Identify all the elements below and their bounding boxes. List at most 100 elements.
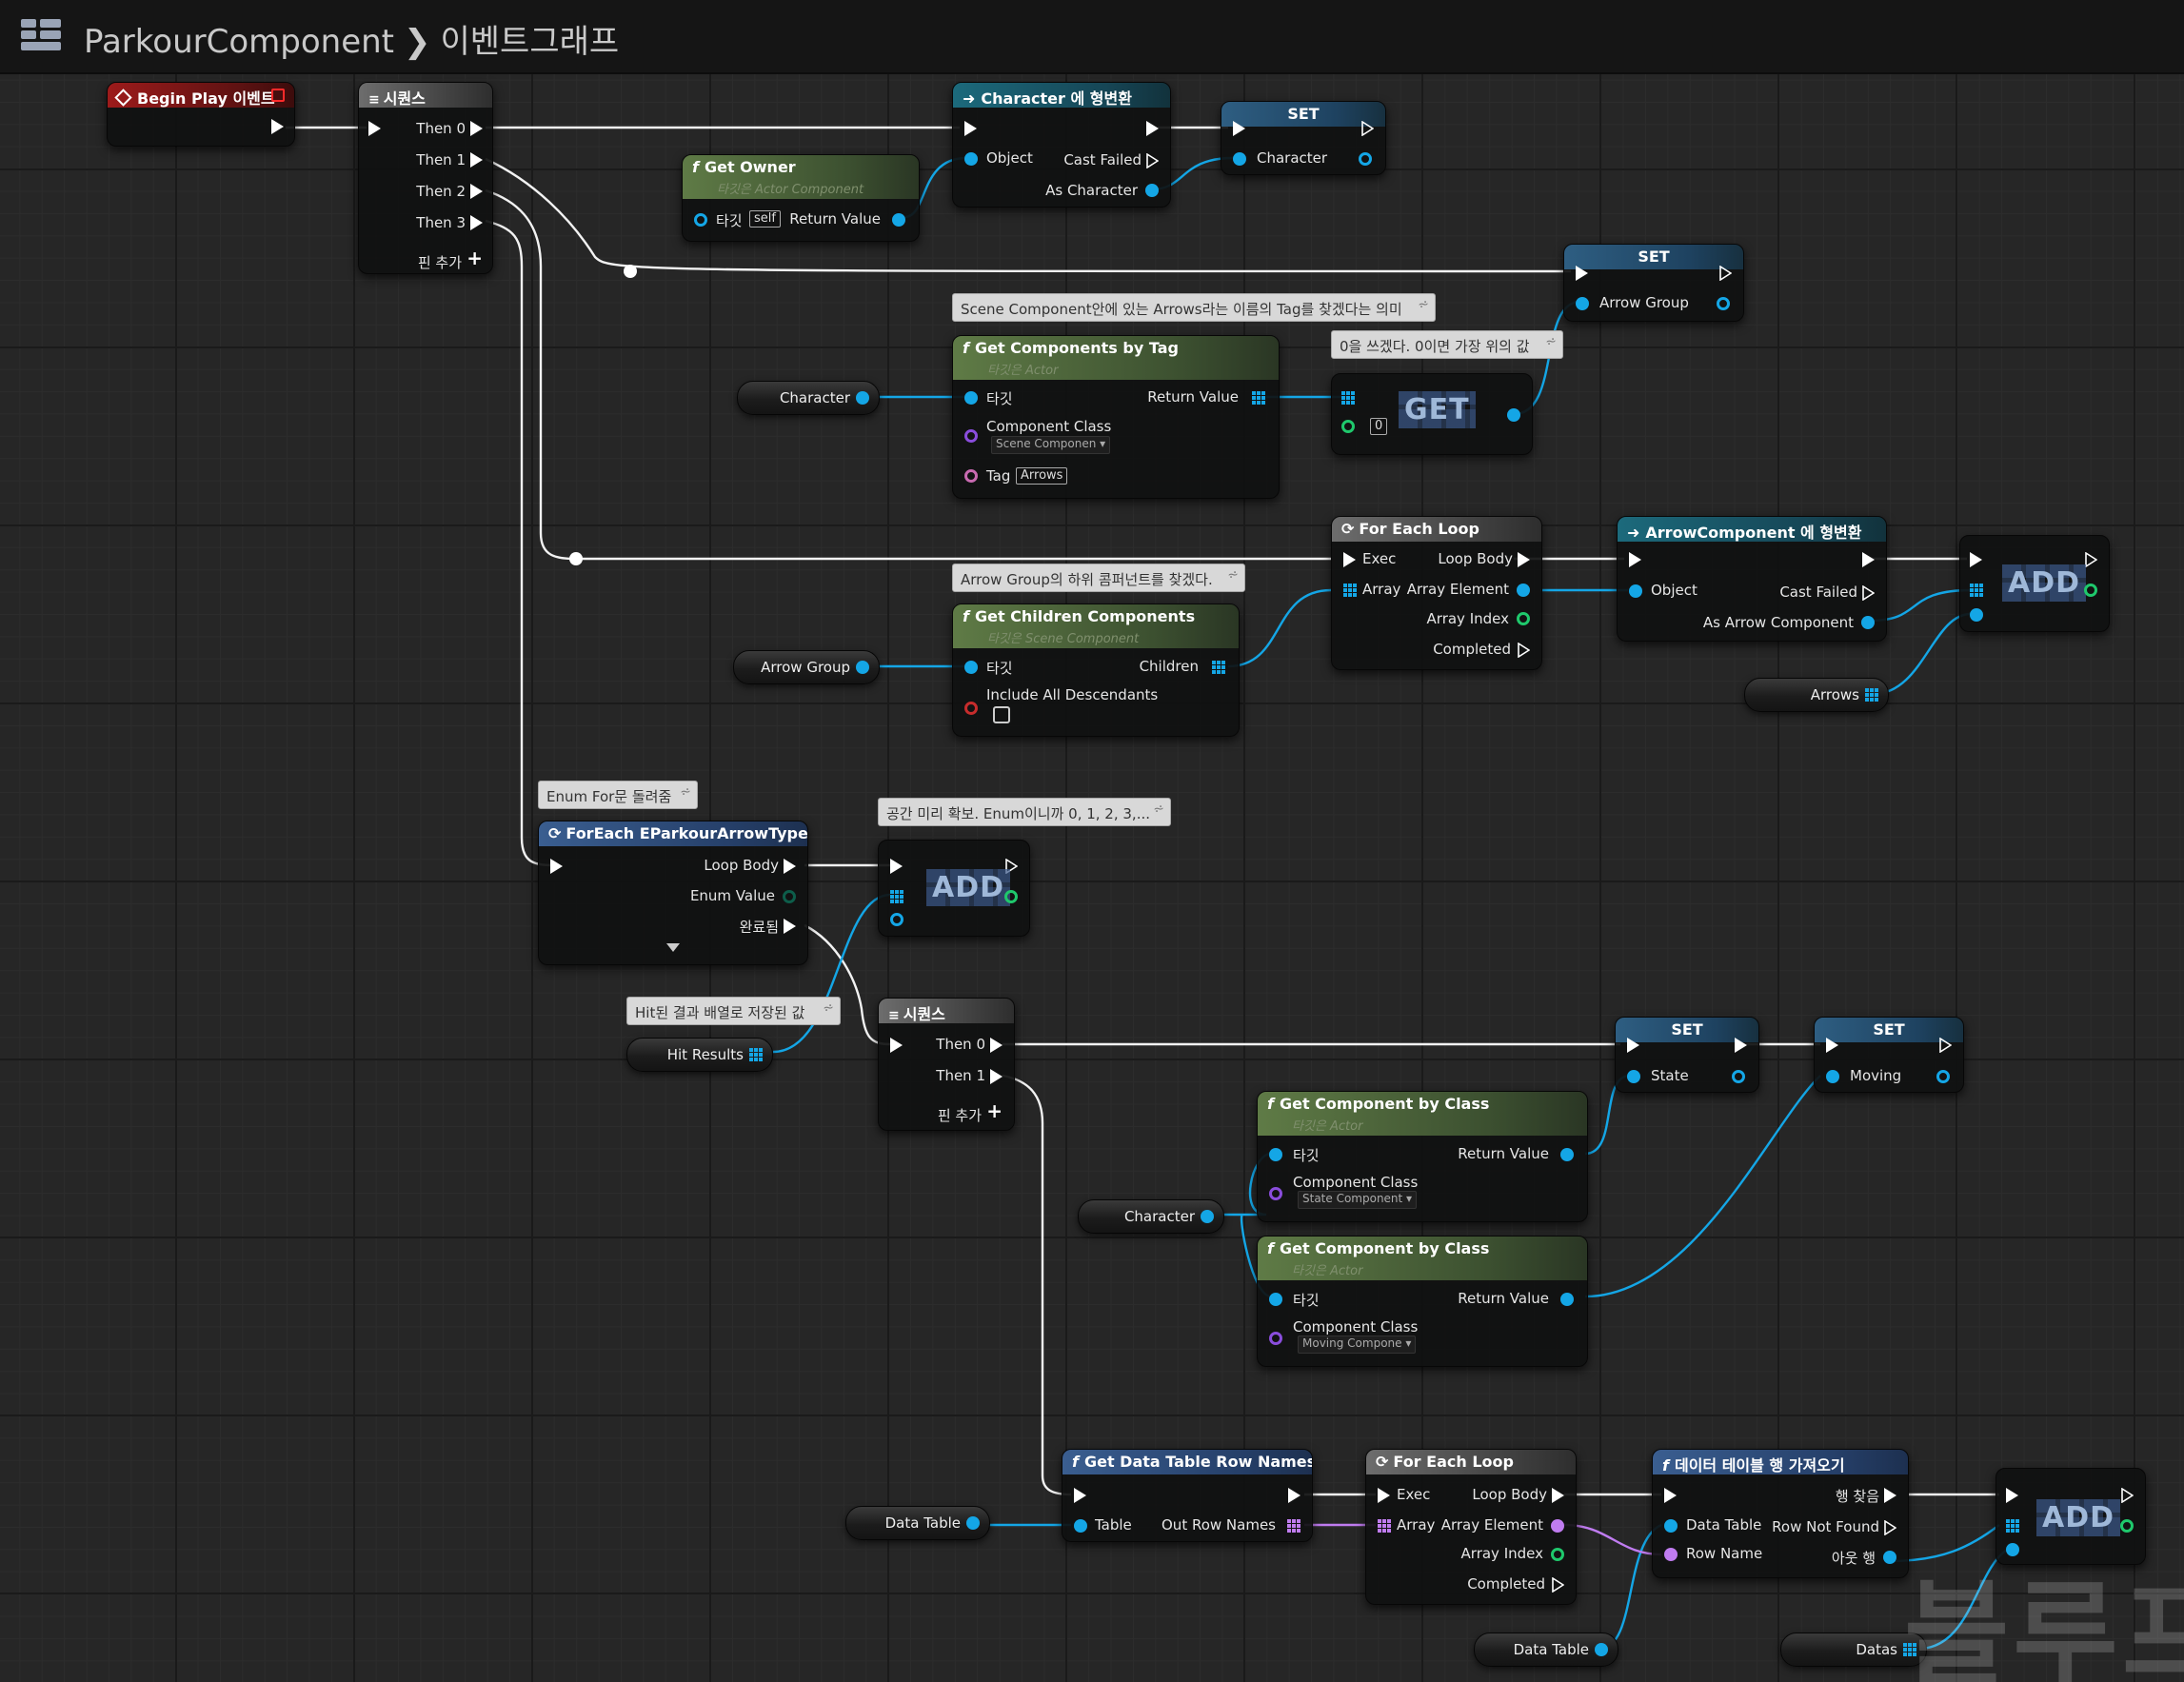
row-not-found-pin[interactable] <box>1884 1520 1896 1535</box>
then-3-pin[interactable] <box>470 215 483 230</box>
component-class-pin[interactable] <box>964 429 978 443</box>
character-variable-node[interactable]: Character <box>737 381 880 415</box>
new-item-pin[interactable] <box>890 913 903 926</box>
for-each-loop-node[interactable]: ⟳For Each Loop Exec Loop Body Array Arra… <box>1365 1449 1577 1605</box>
object-pin[interactable] <box>964 152 978 166</box>
out-row-pin[interactable] <box>1883 1551 1896 1564</box>
exec-in-pin[interactable] <box>1970 552 1982 567</box>
array-index-pin[interactable] <box>1551 1548 1564 1561</box>
comment-bubble[interactable]: Arrow Group의 하위 콤퍼넌트를 찾겠다. <box>952 564 1245 592</box>
exec-in-pin[interactable] <box>550 859 563 874</box>
expand-arrow-icon[interactable] <box>666 943 680 952</box>
plus-icon[interactable]: + <box>467 247 483 269</box>
cast-failed-pin[interactable] <box>1146 153 1159 168</box>
comment-bubble[interactable]: Scene Component안에 있는 Arrows라는 이름의 Tag를 찾… <box>952 293 1436 322</box>
set-character-node[interactable]: SET Character <box>1221 101 1386 175</box>
add-pin-button[interactable]: 핀 추가 <box>417 254 462 271</box>
array-in-pin[interactable] <box>1343 584 1357 597</box>
component-class-pin[interactable] <box>1269 1187 1282 1200</box>
exec-in-pin[interactable] <box>1576 266 1588 281</box>
new-item-pin[interactable] <box>1970 608 1983 622</box>
return-value-array-pin[interactable] <box>1252 391 1265 405</box>
character-variable-node[interactable]: Character <box>1078 1199 1224 1234</box>
then-2-pin[interactable] <box>470 184 483 199</box>
completed-pin[interactable] <box>1552 1577 1564 1593</box>
return-value-pin[interactable] <box>1560 1148 1574 1161</box>
index-out-pin[interactable] <box>2120 1519 2134 1533</box>
set-moving-node[interactable]: SET Moving <box>1814 1017 1964 1093</box>
array-element-pin[interactable] <box>1551 1519 1564 1533</box>
hit-results-out-pin[interactable] <box>749 1048 763 1061</box>
set-state-node[interactable]: SET State <box>1615 1017 1759 1093</box>
then-1-pin[interactable] <box>990 1069 1003 1084</box>
exec-in-pin[interactable] <box>890 1038 903 1053</box>
cast-to-character-node[interactable]: ➜Character 에 형변환 Object Cast Failed As C… <box>952 82 1171 208</box>
target-pin[interactable] <box>1269 1293 1282 1306</box>
index-out-pin[interactable] <box>2084 584 2097 597</box>
breadcrumb-graph[interactable]: 이벤트그래프 <box>440 23 620 61</box>
arrows-variable-node[interactable]: Arrows <box>1744 678 1889 712</box>
array-index-pin[interactable] <box>1517 612 1530 625</box>
array-add-node[interactable]: ADD <box>1995 1468 2146 1565</box>
data-table-variable-node[interactable]: Data Table <box>845 1506 990 1540</box>
plus-icon[interactable]: + <box>986 1099 1003 1122</box>
table-pin[interactable] <box>1074 1519 1087 1533</box>
component-class-pin[interactable] <box>1269 1332 1282 1345</box>
target-array-pin[interactable] <box>1970 584 1983 597</box>
cast-failed-pin[interactable] <box>1862 585 1875 601</box>
foreach-enum-node[interactable]: ⟳ForEach EParkourArrowType Loop Body Enu… <box>538 821 808 965</box>
loop-body-pin[interactable] <box>1552 1488 1564 1503</box>
exec-out-pin[interactable] <box>1361 121 1374 136</box>
comment-bubble[interactable]: 0을 쓰겠다. 0이면 가장 위의 값 <box>1331 330 1563 359</box>
get-out-pin[interactable] <box>1507 408 1520 422</box>
character-out-pin[interactable] <box>1359 152 1372 166</box>
exec-in-pin[interactable] <box>1627 1038 1639 1053</box>
moving-in-pin[interactable] <box>1826 1070 1839 1083</box>
tag-field[interactable]: Arrows <box>1016 467 1068 485</box>
new-item-pin[interactable] <box>2006 1543 2019 1556</box>
state-out-pin[interactable] <box>1732 1070 1745 1083</box>
exec-out-pin[interactable] <box>1719 266 1732 281</box>
exec-out-pin[interactable] <box>2121 1488 2134 1503</box>
exec-in-pin[interactable] <box>1343 552 1356 567</box>
array-element-pin[interactable] <box>1517 584 1530 597</box>
return-value-pin[interactable] <box>1560 1293 1574 1306</box>
as-arrow-pin[interactable] <box>1861 616 1875 629</box>
state-in-pin[interactable] <box>1627 1070 1640 1083</box>
exec-out-pin[interactable] <box>1146 121 1159 136</box>
target-pin[interactable] <box>1269 1148 1282 1161</box>
datas-out-pin[interactable] <box>1903 1643 1916 1656</box>
exec-out-pin[interactable] <box>2085 552 2097 567</box>
datas-variable-node[interactable]: Datas <box>1780 1633 1927 1667</box>
loop-body-pin[interactable] <box>784 859 796 874</box>
add-pin-button[interactable]: 핀 추가 <box>937 1107 982 1124</box>
then-1-pin[interactable] <box>470 152 483 168</box>
exec-in-pin[interactable] <box>1233 121 1245 136</box>
exec-in-pin[interactable] <box>1074 1488 1086 1503</box>
exec-out-pin[interactable] <box>1735 1038 1747 1053</box>
tag-pin[interactable] <box>964 469 978 483</box>
moving-out-pin[interactable] <box>1936 1070 1950 1083</box>
arrow-group-out-pin[interactable] <box>1717 297 1730 310</box>
cast-to-arrow-component-node[interactable]: ➜ArrowComponent 에 형변환 Object Cast Failed… <box>1617 516 1887 642</box>
include-descendants-pin[interactable] <box>964 702 978 715</box>
then-0-pin[interactable] <box>470 121 483 136</box>
set-arrow-group-node[interactable]: SET Arrow Group <box>1563 244 1744 322</box>
exec-in-pin[interactable] <box>890 859 903 874</box>
exec-in-pin[interactable] <box>1826 1038 1838 1053</box>
character-out-pin[interactable] <box>856 391 869 405</box>
object-pin[interactable] <box>1629 584 1642 598</box>
target-pin[interactable] <box>694 213 707 227</box>
index-field[interactable]: 0 <box>1370 418 1388 435</box>
exec-out-pin[interactable] <box>1939 1038 1952 1053</box>
begin-play-event-node[interactable]: Begin Play 이벤트 <box>107 82 295 147</box>
exec-in-pin[interactable] <box>2006 1488 2018 1503</box>
out-row-names-pin[interactable] <box>1287 1519 1300 1533</box>
target-array-pin[interactable] <box>890 890 903 903</box>
array-add-node[interactable]: ADD <box>1959 535 2110 632</box>
row-found-pin[interactable] <box>1884 1488 1896 1503</box>
